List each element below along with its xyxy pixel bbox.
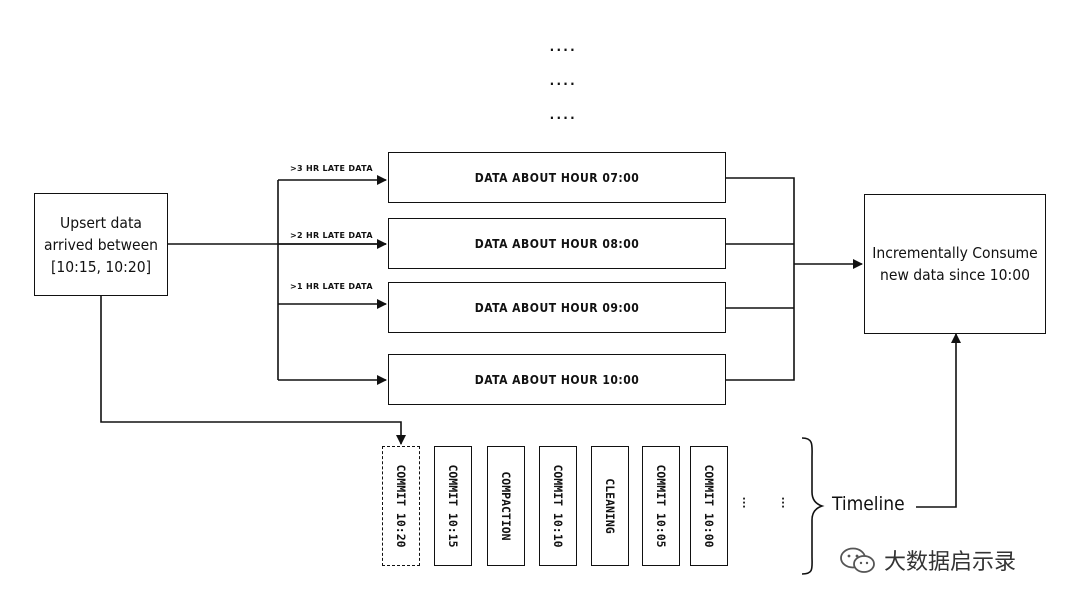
arrow-to-commit-1020 xyxy=(100,296,406,445)
hour-box-08: DATA ABOUT HOUR 08:00 xyxy=(388,218,726,269)
upsert-source-box: Upsert data arrived between [10:15, 10:2… xyxy=(34,193,168,296)
timeline-item-label: COMMIT 10:20 xyxy=(394,464,408,548)
timeline-item-label: COMPACTION xyxy=(499,471,513,541)
wechat-icon xyxy=(840,547,875,573)
timeline-item-commit-1005: COMMIT 10:05 xyxy=(642,446,680,566)
hour-box-10-label: DATA ABOUT HOUR 10:00 xyxy=(474,372,640,387)
timeline-item-commit-1020: COMMIT 10:20 xyxy=(382,446,420,566)
hour-box-09: DATA ABOUT HOUR 09:00 xyxy=(388,282,726,333)
ellipsis-3: .... xyxy=(548,108,576,123)
timeline-item-commit-1015: COMMIT 10:15 xyxy=(434,446,472,566)
timeline-more-dots-1: ··· xyxy=(742,494,746,513)
source-line-2: arrived between xyxy=(43,235,159,254)
timeline-item-label: COMMIT 10:05 xyxy=(654,464,668,548)
incremental-consumer-box: Incrementally Consume new data since 10:… xyxy=(864,194,1046,334)
late-label-1hr: >1 HR LATE DATA xyxy=(290,282,373,291)
watermark: 大数据启示录 xyxy=(838,544,1016,576)
ellipsis-2: .... xyxy=(548,74,576,89)
timeline-brace xyxy=(801,437,825,575)
timeline-item-label: COMMIT 10:10 xyxy=(551,464,565,548)
timeline-item-cleaning: CLEANING xyxy=(591,446,629,566)
timeline-item-label: COMMIT 10:00 xyxy=(702,464,716,548)
timeline-item-commit-1000: COMMIT 10:00 xyxy=(690,446,728,566)
timeline-more-dots-2: ··· xyxy=(781,494,785,513)
timeline-item-label: COMMIT 10:15 xyxy=(446,464,460,548)
ellipsis-1: .... xyxy=(548,40,576,55)
consumer-line-1: Incrementally Consume xyxy=(872,244,1038,262)
arrow-timeline-to-consumer xyxy=(916,333,961,508)
consumer-line-2: new data since 10:00 xyxy=(880,266,1030,284)
source-line-1: Upsert data xyxy=(60,213,142,232)
collector-right xyxy=(726,177,795,381)
hour-box-08-label: DATA ABOUT HOUR 08:00 xyxy=(474,236,640,251)
watermark-text: 大数据启示录 xyxy=(884,550,1017,575)
timeline-item-label: CLEANING xyxy=(603,478,617,534)
late-label-3hr: >3 HR LATE DATA xyxy=(290,164,373,173)
source-line-3: [10:15, 10:20] xyxy=(50,257,152,276)
late-label-2hr: >2 HR LATE DATA xyxy=(290,231,373,240)
hour-box-09-label: DATA ABOUT HOUR 09:00 xyxy=(474,300,640,315)
timeline-label: Timeline xyxy=(832,493,905,515)
hour-box-07-label: DATA ABOUT HOUR 07:00 xyxy=(474,170,640,185)
hour-box-07: DATA ABOUT HOUR 07:00 xyxy=(388,152,726,203)
timeline-item-compaction: COMPACTION xyxy=(487,446,525,566)
timeline-item-commit-1010: COMMIT 10:10 xyxy=(539,446,577,566)
hour-box-10: DATA ABOUT HOUR 10:00 xyxy=(388,354,726,405)
